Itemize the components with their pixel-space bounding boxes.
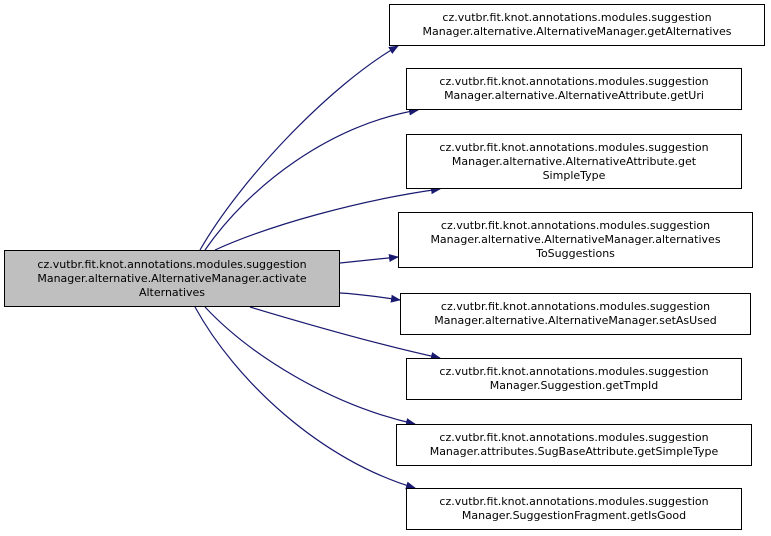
callee-line: Manager.attributes.SugBaseAttribute.getS… bbox=[429, 445, 719, 458]
callee-line: Manager.alternative.AlternativeManager.a… bbox=[430, 233, 721, 246]
edge-to-get-simple-type bbox=[214, 186, 441, 251]
callee-node-get-is-good[interactable]: cz.vutbr.fit.knot.annotations.modules.su… bbox=[406, 488, 742, 530]
callee-line: cz.vutbr.fit.knot.annotations.modules.su… bbox=[439, 75, 709, 88]
edge-to-set-as-used bbox=[339, 292, 401, 303]
callee-line: Manager.alternative.AlternativeAttribute… bbox=[444, 89, 704, 102]
callee-line: Manager.SuggestionFragment.getIsGood bbox=[461, 509, 687, 522]
callee-line: cz.vutbr.fit.knot.annotations.modules.su… bbox=[439, 365, 709, 378]
callee-line: Manager.alternative.AlternativeManager.s… bbox=[434, 314, 717, 327]
callee-node-get-alternatives[interactable]: cz.vutbr.fit.knot.annotations.modules.su… bbox=[389, 4, 765, 46]
callee-line: cz.vutbr.fit.knot.annotations.modules.su… bbox=[442, 11, 712, 24]
callee-line: cz.vutbr.fit.knot.annotations.modules.su… bbox=[439, 140, 709, 154]
callee-line: cz.vutbr.fit.knot.annotations.modules.su… bbox=[439, 495, 709, 508]
edge-to-sug-base-attribute bbox=[204, 306, 416, 426]
callee-line: Manager.alternative.AlternativeAttribute… bbox=[451, 154, 697, 168]
callee-line: cz.vutbr.fit.knot.annotations.modules.su… bbox=[440, 300, 711, 313]
root-line-2: Manager.alternative.AlternativeManager.a… bbox=[37, 271, 307, 285]
callee-line: SimpleType bbox=[542, 168, 606, 182]
callee-node-alternatives-to-suggestions[interactable]: cz.vutbr.fit.knot.annotations.modules.su… bbox=[398, 212, 753, 268]
callee-node-get-uri[interactable]: cz.vutbr.fit.knot.annotations.modules.su… bbox=[406, 68, 742, 110]
callee-line: Manager.Suggestion.getTmpId bbox=[489, 379, 659, 392]
edge-to-get-uri bbox=[204, 107, 419, 251]
callee-node-set-as-used[interactable]: cz.vutbr.fit.knot.annotations.modules.su… bbox=[400, 293, 751, 335]
edge-to-alternatives-to-suggestions bbox=[339, 254, 399, 264]
edge-to-get-alternatives bbox=[199, 45, 399, 251]
callee-node-get-simple-type[interactable]: cz.vutbr.fit.knot.annotations.modules.su… bbox=[406, 134, 742, 189]
root-line-1: cz.vutbr.fit.knot.annotations.modules.su… bbox=[37, 257, 307, 271]
callee-line: cz.vutbr.fit.knot.annotations.modules.su… bbox=[439, 431, 709, 444]
edge-to-get-is-good bbox=[194, 306, 416, 490]
callee-node-sug-base-attribute-get-simple-type[interactable]: cz.vutbr.fit.knot.annotations.modules.su… bbox=[396, 424, 752, 466]
root-line-3: Alternatives bbox=[138, 285, 206, 299]
callee-node-get-tmp-id[interactable]: cz.vutbr.fit.knot.annotations.modules.su… bbox=[406, 358, 742, 400]
callee-line: ToSuggestions bbox=[536, 247, 615, 260]
edge-to-get-tmp-id bbox=[249, 306, 441, 361]
callee-line: Manager.alternative.AlternativeManager.g… bbox=[422, 25, 732, 38]
root-function-node[interactable]: cz.vutbr.fit.knot.annotations.modules.su… bbox=[4, 250, 340, 307]
callee-line: cz.vutbr.fit.knot.annotations.modules.su… bbox=[440, 219, 711, 232]
